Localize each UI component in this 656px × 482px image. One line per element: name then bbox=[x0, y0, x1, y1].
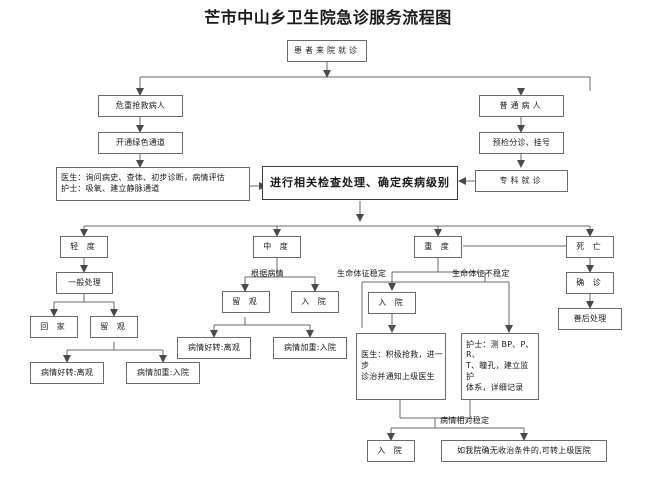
node-general-treatment[interactable]: 一般处理 bbox=[56, 272, 113, 294]
nurse-monitor-line-3: 体系，详细记录 bbox=[466, 382, 524, 392]
node-observation-mild[interactable]: 留 观 bbox=[90, 316, 138, 338]
node-mild-improve[interactable]: 病情好转:离观 bbox=[30, 362, 104, 384]
nurse-initial-line: 护士：吸氧、建立静脉通道 bbox=[61, 184, 160, 193]
page-title: 芒市中山乡卫生院急诊服务流程图 bbox=[204, 8, 452, 27]
label-per-condition: 根据病情 bbox=[251, 269, 284, 278]
node-admit-stable[interactable]: 入 院 bbox=[368, 292, 416, 314]
label-vitals-stable: 生命体征稳定 bbox=[337, 269, 387, 278]
node-admit-moderate[interactable]: 入 院 bbox=[291, 291, 339, 313]
node-moderate[interactable]: 中 度 bbox=[253, 236, 301, 258]
node-green-channel[interactable]: 开通绿色通道 bbox=[98, 132, 183, 154]
node-exam-and-grade[interactable]: 进行相关检查处理、确定疾病级别 bbox=[262, 166, 458, 200]
node-critical-patient[interactable]: 危重抢救病人 bbox=[98, 95, 183, 117]
node-admit-final[interactable]: 入 院 bbox=[367, 440, 415, 462]
node-patient-arrive[interactable]: 患者来院就诊 bbox=[287, 40, 367, 62]
nurse-monitor-line-1: 护士：测 BP、P、R、 bbox=[466, 339, 534, 360]
doctor-initial-line: 医生：询问病史、查体、初步诊断，病情评估 bbox=[61, 173, 225, 183]
doctor-rescue-line-2: 诊治并通知上级医生 bbox=[361, 371, 435, 381]
node-specialist-visit[interactable]: 专科就诊 bbox=[475, 170, 568, 192]
label-relatively-stable: 病情相对稳定 bbox=[440, 416, 490, 425]
node-observation-moderate[interactable]: 留 观 bbox=[222, 291, 270, 313]
node-mild[interactable]: 轻 度 bbox=[60, 236, 108, 258]
node-doctor-nurse-initial[interactable]: 医生：询问病史、查体、初步诊断，病情评估 护士：吸氧、建立静脉通道 bbox=[56, 167, 250, 201]
node-go-home[interactable]: 回 家 bbox=[30, 316, 78, 338]
node-moderate-improve[interactable]: 病情好转:离观 bbox=[177, 337, 251, 359]
node-nurse-monitor[interactable]: 护士：测 BP、P、R、 T、瞳孔，建立监护 体系，详细记录 bbox=[461, 333, 539, 400]
nurse-monitor-line-2: T、瞳孔，建立监护 bbox=[466, 361, 529, 381]
node-death[interactable]: 死 亡 bbox=[566, 236, 614, 258]
node-confirm-death[interactable]: 确 诊 bbox=[566, 272, 614, 294]
node-aftercare[interactable]: 善后处理 bbox=[558, 308, 622, 330]
node-transfer-up[interactable]: 如我院确无收治条件的,可转上级医院 bbox=[441, 440, 607, 462]
node-severe[interactable]: 重 度 bbox=[414, 236, 462, 258]
doctor-rescue-line-1: 医生：积极抢救，进一步 bbox=[361, 350, 443, 371]
node-mild-worsen[interactable]: 病情加重:入院 bbox=[126, 362, 200, 384]
label-vitals-unstable: 生命体征不稳定 bbox=[452, 269, 510, 278]
node-doctor-rescue[interactable]: 医生：积极抢救，进一步 诊治并通知上级医生 bbox=[356, 333, 446, 400]
node-triage-register[interactable]: 预检分诊、挂号 bbox=[479, 132, 564, 154]
node-moderate-worsen[interactable]: 病情加重:入院 bbox=[273, 337, 347, 359]
node-ordinary-patient[interactable]: 普通病人 bbox=[479, 95, 564, 117]
